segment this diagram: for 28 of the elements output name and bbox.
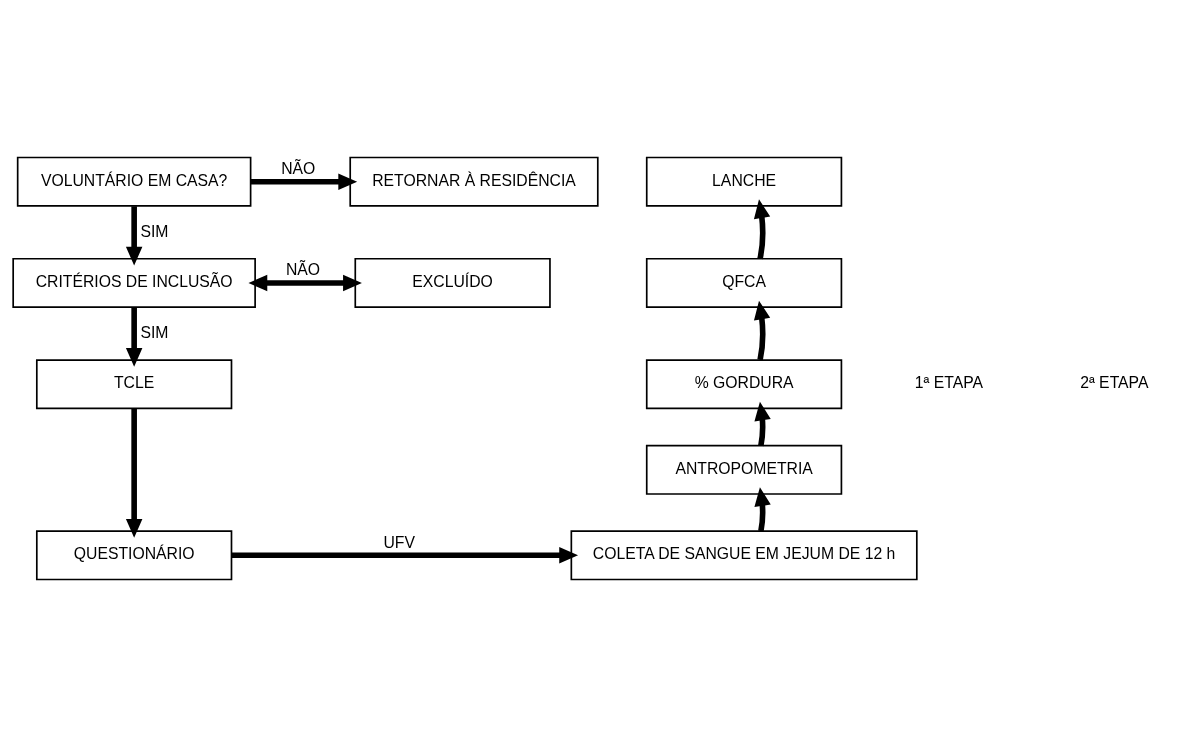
edge-label: SIM [140, 323, 169, 341]
arrow [231, 547, 579, 564]
node-box: QFCA [645, 257, 843, 308]
arrow [248, 274, 362, 292]
node-box: ANTROPOMETRIA [645, 444, 843, 495]
arrow [754, 401, 771, 447]
node-box: LANCHE [645, 156, 843, 207]
edge-label: NÃO [281, 160, 316, 178]
node-box: QUESTIONÁRIO [35, 530, 233, 581]
edge-label: SIM [140, 222, 169, 240]
arrow [753, 300, 771, 361]
edge-label: UFV [383, 533, 415, 551]
node-box: CRITÉRIOS DE INCLUSÃO [12, 257, 256, 308]
arrow [125, 307, 143, 367]
node-box: COLETA DE SANGUE EM JEJUM DE 12 h [570, 530, 918, 581]
node-box: TCLE [35, 359, 233, 410]
node-box: EXCLUÍDO [354, 257, 551, 308]
node-box: RETORNAR À RESIDÊNCIA [349, 156, 599, 207]
edge-label: NÃO [285, 261, 321, 279]
arrow [753, 199, 771, 260]
arrow [125, 206, 143, 266]
arrow [125, 408, 143, 538]
node-box: % GORDURA [645, 359, 843, 410]
label: 2ª ETAPA [1080, 374, 1149, 392]
node-box: VOLUNTÁRIO EM CASA? [16, 156, 252, 207]
label: 1ª ETAPA [914, 374, 984, 392]
arrow [250, 173, 358, 190]
arrow [754, 487, 771, 532]
